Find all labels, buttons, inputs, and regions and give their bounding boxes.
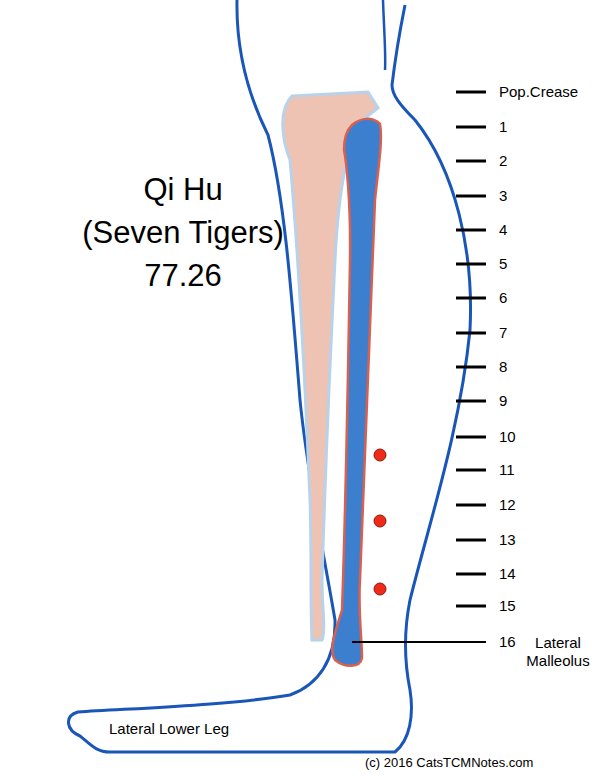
leg-outline — [68, 0, 470, 752]
leader-line — [352, 641, 486, 643]
scale-number: 10 — [499, 428, 516, 446]
scale-number: 5 — [499, 255, 507, 273]
fibula-bone — [332, 119, 381, 666]
thigh-line — [383, 0, 385, 70]
landmark-label: Lateral Malleolus — [518, 634, 598, 670]
scale-number: 8 — [499, 358, 507, 376]
landmark-label: Pop.Crease — [499, 83, 578, 101]
scale-number: 7 — [499, 324, 507, 342]
scale-number: 15 — [499, 597, 516, 615]
scale-number: 1 — [499, 118, 507, 136]
scale-number: 16 — [499, 633, 516, 651]
copyright-note: (c) 2016 CatsTCMNotes.com — [365, 754, 533, 772]
acupoint — [374, 515, 386, 527]
scale-number: 9 — [499, 392, 507, 410]
scale-number: 14 — [499, 565, 516, 583]
scale-number: 2 — [499, 152, 507, 170]
scale-number: 4 — [499, 221, 507, 239]
scale-number: 11 — [499, 461, 515, 479]
scale-number: 13 — [499, 531, 516, 549]
region-label: Lateral Lower Leg — [109, 720, 229, 738]
diagram-title: Qi Hu (Seven Tigers) 77.26 — [33, 168, 333, 297]
scale-ticks — [456, 92, 486, 606]
acupoint — [374, 583, 386, 595]
acupoint — [374, 449, 386, 461]
scale-number: 3 — [499, 187, 507, 205]
scale-number: 6 — [499, 289, 507, 307]
scale-number: 12 — [499, 496, 516, 514]
